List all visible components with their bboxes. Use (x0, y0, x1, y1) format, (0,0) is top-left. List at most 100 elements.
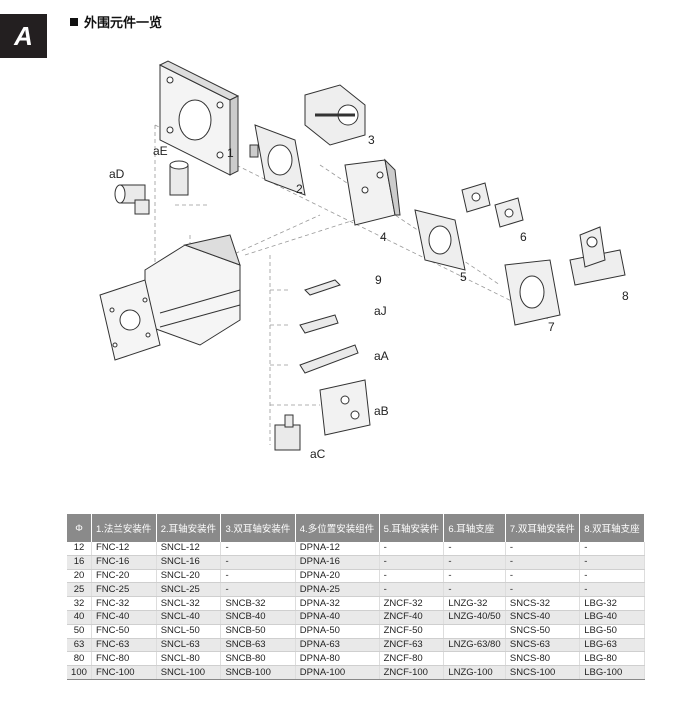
table-cell: FNC-32 (91, 596, 157, 611)
header-col5: 5.耳轴安装件 (379, 514, 445, 542)
table-cell: LBG-50 (579, 624, 645, 639)
table-cell: ZNCF-100 (379, 665, 445, 680)
label-8: 8 (622, 289, 629, 303)
table-cell: FNC-16 (91, 555, 157, 570)
table-cell: LBG-32 (579, 596, 645, 611)
cylinder-body (99, 234, 241, 361)
table-cell: ZNCF-32 (379, 596, 445, 611)
header-col6: 6.耳轴支座 (443, 514, 506, 542)
table-cell (443, 651, 506, 667)
label-2: 2 (296, 182, 303, 196)
part-8-clevis-bracket (569, 226, 626, 286)
table-cell: SNCB-100 (220, 665, 296, 680)
table-cell: SNCS-32 (505, 596, 581, 611)
table-cell: - (379, 555, 445, 570)
table-cell: SNCB-50 (220, 624, 296, 639)
part-aB-valve-block (319, 379, 371, 436)
label-4: 4 (380, 230, 387, 244)
part-7-clevis-flange (504, 259, 561, 326)
label-aB: aB (374, 404, 389, 418)
table-cell: - (505, 555, 581, 570)
table-cell: 80 (67, 651, 92, 667)
table-cell: - (220, 582, 296, 598)
bullet-square-icon (70, 17, 78, 26)
table-cell: LBG-100 (579, 665, 645, 680)
table-cell: - (505, 569, 581, 584)
header-bore: Φ (67, 514, 92, 542)
table-cell: SNCS-50 (505, 624, 581, 639)
table-cell: FNC-12 (91, 542, 157, 556)
table-cell: - (505, 582, 581, 598)
part-4-multimount (344, 158, 401, 226)
table-cell: SNCL-100 (156, 665, 222, 680)
part-aD-fitting (114, 184, 150, 215)
table-cell: - (579, 542, 645, 556)
header-col8: 8.双耳轴支座 (579, 514, 645, 542)
table-cell: - (579, 555, 645, 570)
table-cell: SNCL-25 (156, 582, 222, 598)
table-cell: LNZG-63/80 (443, 638, 506, 653)
part-aC-solenoid (274, 414, 301, 451)
header-col1: 1.法兰安装件 (91, 514, 157, 542)
table-cell: 50 (67, 624, 92, 639)
table-cell: SNCB-80 (220, 651, 296, 667)
table-cell: DPNA-16 (295, 555, 380, 570)
table-cell: SNCL-50 (156, 624, 222, 639)
table-cell: 32 (67, 596, 92, 611)
header-col3: 3.双耳轴安装件 (220, 514, 296, 542)
table-cell: - (379, 582, 445, 598)
label-5: 5 (460, 270, 467, 284)
table-cell: 100 (67, 665, 92, 680)
table-cell: - (220, 555, 296, 570)
part-2-trunnion (249, 124, 306, 196)
table-cell: FNC-40 (91, 610, 157, 625)
table-cell: 63 (67, 638, 92, 653)
table-cell: 40 (67, 610, 92, 625)
table-cell: SNCS-80 (505, 651, 581, 667)
table-cell: 25 (67, 582, 92, 598)
table-cell: FNC-63 (91, 638, 157, 653)
section-title-text: 外围元件一览 (84, 16, 163, 31)
table-cell: ZNCF-63 (379, 638, 445, 653)
table-cell: LNZG-40/50 (443, 610, 506, 625)
sensor-parts (299, 279, 359, 374)
table-cell: - (443, 555, 506, 570)
table-cell (443, 624, 506, 639)
table-cell: DPNA-32 (295, 596, 380, 611)
table-cell: SNCL-40 (156, 610, 222, 625)
table-cell: - (579, 582, 645, 598)
table-cell: ZNCF-50 (379, 624, 445, 639)
part-aE-fitting (169, 160, 189, 196)
table-cell: ZNCF-80 (379, 651, 445, 667)
part-5-trunnion (414, 209, 466, 271)
table-cell: DPNA-25 (295, 582, 380, 598)
part-1-flange (158, 60, 240, 176)
table-cell: - (220, 569, 296, 584)
label-9: 9 (375, 273, 382, 287)
table-cell: SNCL-32 (156, 596, 222, 611)
table-cell: DPNA-80 (295, 651, 380, 667)
table-cell: 20 (67, 569, 92, 584)
label-aJ: aJ (374, 304, 387, 318)
label-aE: aE (153, 144, 168, 158)
table-cell: FNC-50 (91, 624, 157, 639)
table-cell: FNC-25 (91, 582, 157, 598)
table-cell: SNCS-63 (505, 638, 581, 653)
accessories-table: Φ 1.法兰安装件 2.耳轴安装件 3.双耳轴安装件 4.多位置安装组件 5.耳… (67, 514, 645, 680)
table-cell: LBG-63 (579, 638, 645, 653)
header-col4: 4.多位置安装组件 (295, 514, 380, 542)
table-cell: SNCS-40 (505, 610, 581, 625)
table-cell: SNCL-20 (156, 569, 222, 584)
table-cell: - (379, 542, 445, 556)
table-cell: LBG-80 (579, 651, 645, 667)
table-cell: SNCL-80 (156, 651, 222, 667)
table-cell: DPNA-12 (295, 542, 380, 556)
table-cell: LBG-40 (579, 610, 645, 625)
label-3: 3 (368, 133, 375, 147)
label-6: 6 (520, 230, 527, 244)
